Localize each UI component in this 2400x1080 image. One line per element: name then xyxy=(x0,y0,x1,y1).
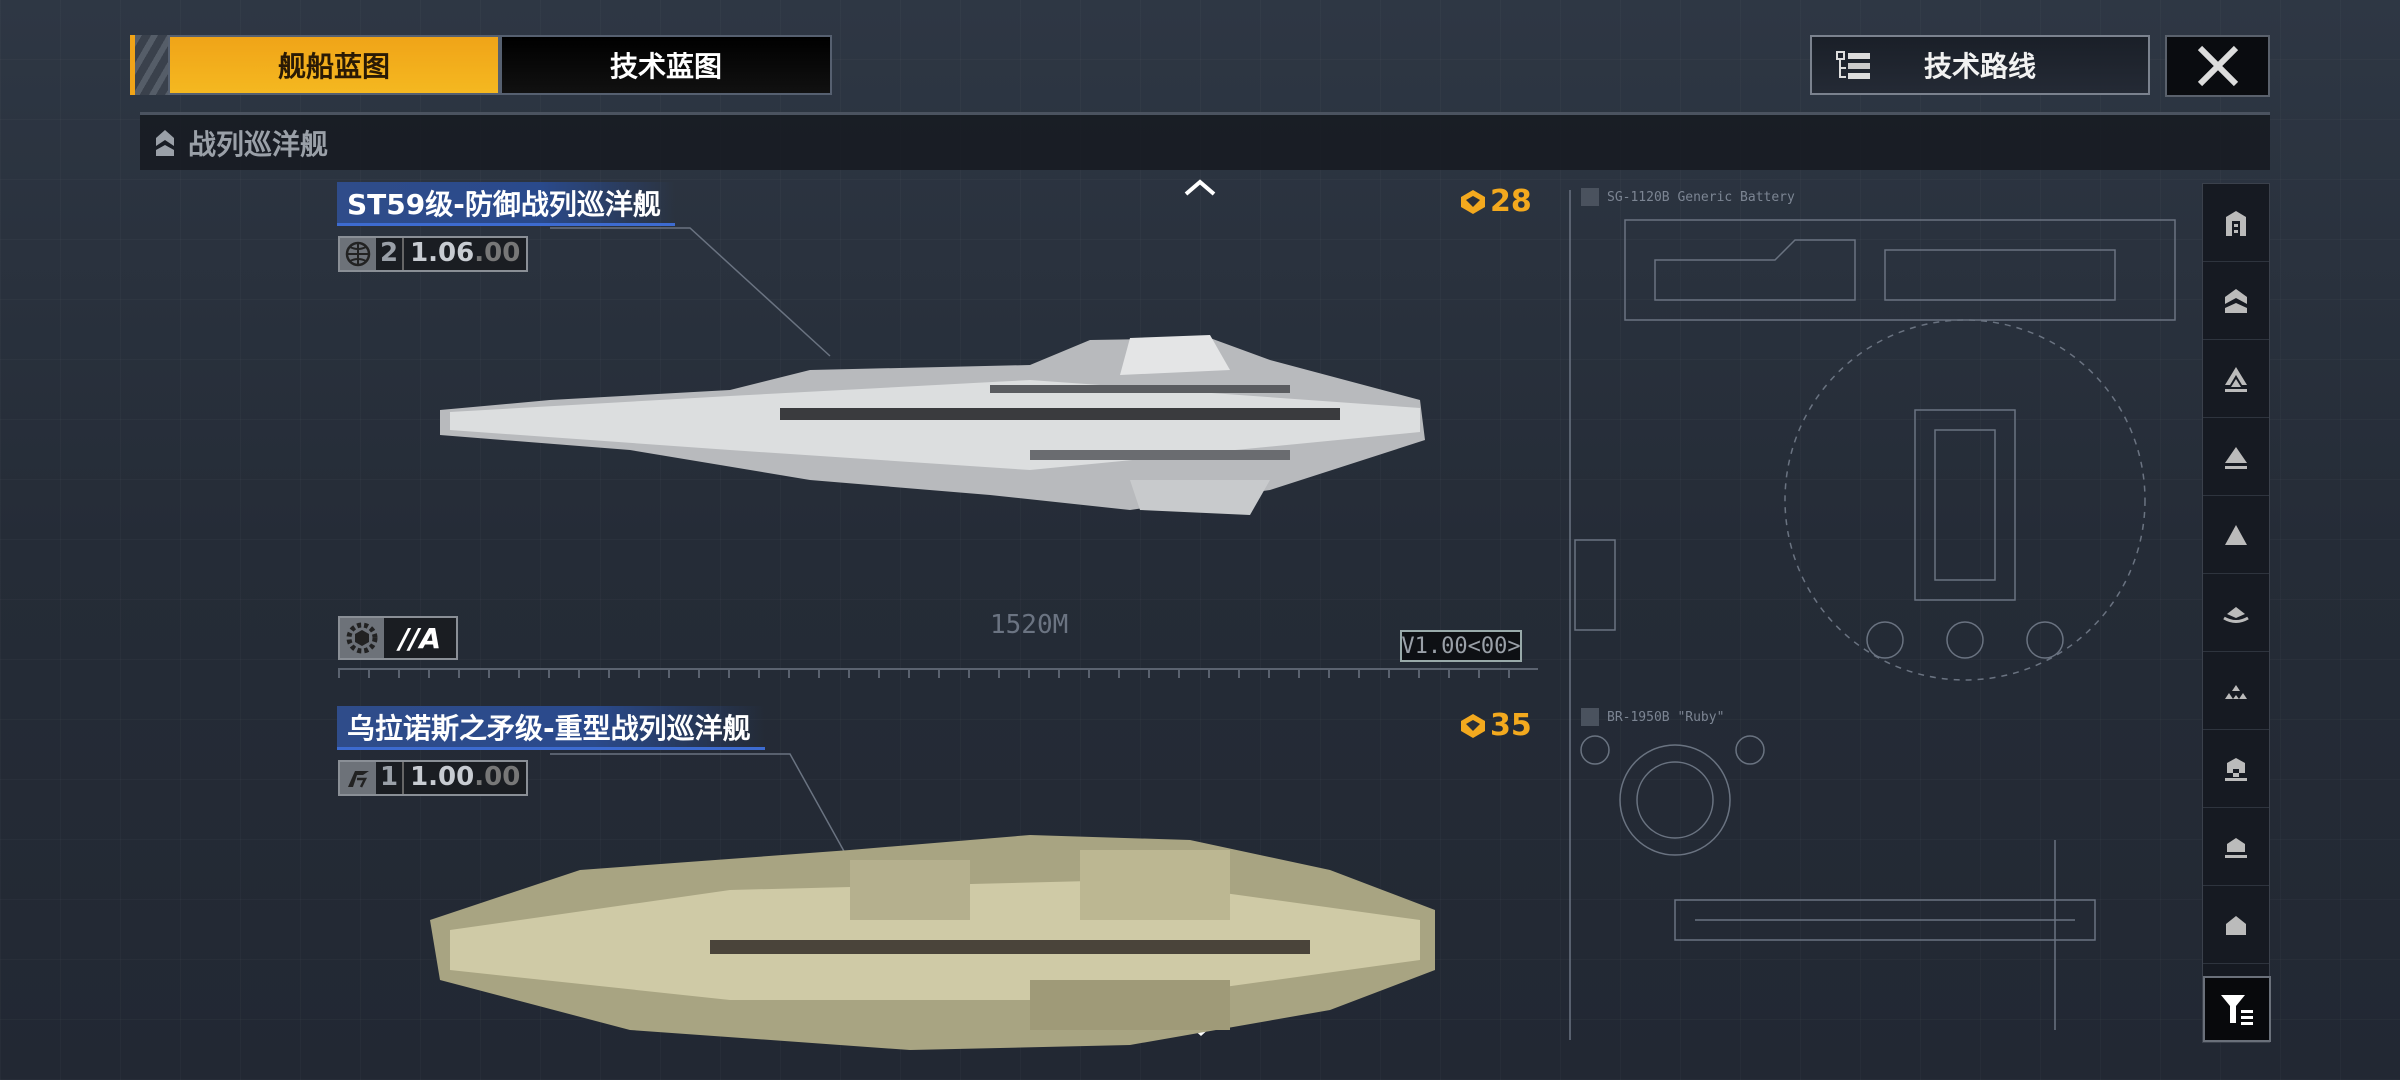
ship-title: 乌拉诺斯之矛级-重型战列巡洋舰 xyxy=(337,706,765,750)
version-main: 1.06 xyxy=(410,238,475,268)
faction-emblem-icon xyxy=(340,762,376,794)
ship-version: 1.06.00 xyxy=(404,238,527,270)
command-point-icon xyxy=(1461,713,1485,738)
globe-icon xyxy=(340,238,376,270)
filter-icon xyxy=(2221,995,2253,1025)
scroll-up-icon[interactable] xyxy=(1183,178,1217,198)
tab-tech-blueprints[interactable]: 技术蓝图 xyxy=(500,35,832,95)
blueprint-header: BR-1950B "Ruby" xyxy=(1581,708,1724,726)
blueprint-label: BR-1950B "Ruby" xyxy=(1607,709,1725,725)
cost-badge: 35 xyxy=(1460,708,1532,743)
fighter-icon xyxy=(2225,684,2247,699)
filter-button[interactable] xyxy=(2203,976,2271,1042)
ship-image xyxy=(430,835,1435,1050)
tree-list-icon xyxy=(1836,51,1870,79)
tab-ship-blueprints[interactable]: 舰船蓝图 xyxy=(168,35,500,95)
sidebar-item-destroyer[interactable] xyxy=(2203,496,2269,574)
sidebar-item-frigate[interactable] xyxy=(2203,574,2269,652)
close-button[interactable] xyxy=(2165,35,2270,97)
ship-count: 1 xyxy=(376,762,405,794)
grade-value: //A xyxy=(384,618,456,658)
blueprint-label: SG-1120B Generic Battery xyxy=(1607,189,1795,205)
blueprint-marker-icon xyxy=(1581,188,1599,206)
carrier-icon xyxy=(2225,366,2247,392)
battlecruiser-icon xyxy=(156,129,174,156)
category-label: 战列巡洋舰 xyxy=(188,127,329,161)
version-suffix: .00 xyxy=(474,238,521,268)
tab-label: 舰船蓝图 xyxy=(277,50,390,83)
cruiser-icon xyxy=(2225,446,2247,469)
sidebar-item-battlecruiser[interactable] xyxy=(2203,262,2269,340)
other-icon xyxy=(2226,915,2246,935)
tech-route-label: 技术路线 xyxy=(1923,50,2036,83)
sidebar-item-auxiliary[interactable] xyxy=(2203,730,2269,808)
close-icon xyxy=(2197,45,2238,87)
ship-title: ST59级-防御战列巡洋舰 xyxy=(337,182,675,226)
all-icon xyxy=(2226,210,2246,236)
battlecruiser-icon xyxy=(2225,288,2247,313)
sidebar-item-carrier[interactable] xyxy=(2203,340,2269,418)
ship-meta: 2 1.06.00 xyxy=(338,236,529,272)
cost-badge: 28 xyxy=(1460,184,1532,219)
sidebar-item-other[interactable] xyxy=(2203,886,2269,964)
length-ruler xyxy=(338,668,1538,678)
grade-badge: //A xyxy=(338,616,458,660)
ship-meta: 1 1.00.00 xyxy=(338,760,529,796)
ship-length: 1520M xyxy=(990,610,1069,640)
auxiliary-icon xyxy=(2225,757,2247,781)
blueprint-header: SG-1120B Generic Battery xyxy=(1581,188,1795,206)
sidebar-item-cruiser[interactable] xyxy=(2203,418,2269,496)
category-header: 战列巡洋舰 xyxy=(140,112,2270,170)
sidebar-item-transport[interactable] xyxy=(2203,808,2269,886)
ship-image xyxy=(440,335,1425,515)
cost-value: 35 xyxy=(1490,708,1532,743)
blueprint-version: V1.00<00> xyxy=(1400,630,1522,662)
ship-version: 1.00.00 xyxy=(404,762,527,794)
destroyer-icon xyxy=(2225,524,2247,545)
tech-route-button[interactable]: 技术路线 xyxy=(1810,35,2150,95)
tab-label: 技术蓝图 xyxy=(609,50,722,83)
sidebar-item-all[interactable] xyxy=(2203,184,2269,262)
tab-stripe-decoration xyxy=(130,35,168,95)
version-main: 1.00 xyxy=(410,762,475,792)
ship-type-sidebar xyxy=(2202,183,2271,1043)
sidebar-item-corvette[interactable] xyxy=(2203,652,2269,730)
transport-icon xyxy=(2225,837,2247,858)
version-suffix: .00 xyxy=(474,762,521,792)
blueprint-panel: SG-1120B Generic Battery BR-1950B "Ruby" xyxy=(1555,180,2185,1040)
blueprint-marker-icon xyxy=(1581,708,1599,726)
ship-count: 2 xyxy=(376,238,405,270)
frigate-icon xyxy=(2223,606,2249,623)
cost-value: 28 xyxy=(1490,184,1532,219)
gear-shield-icon xyxy=(340,618,384,658)
command-point-icon xyxy=(1461,189,1485,214)
